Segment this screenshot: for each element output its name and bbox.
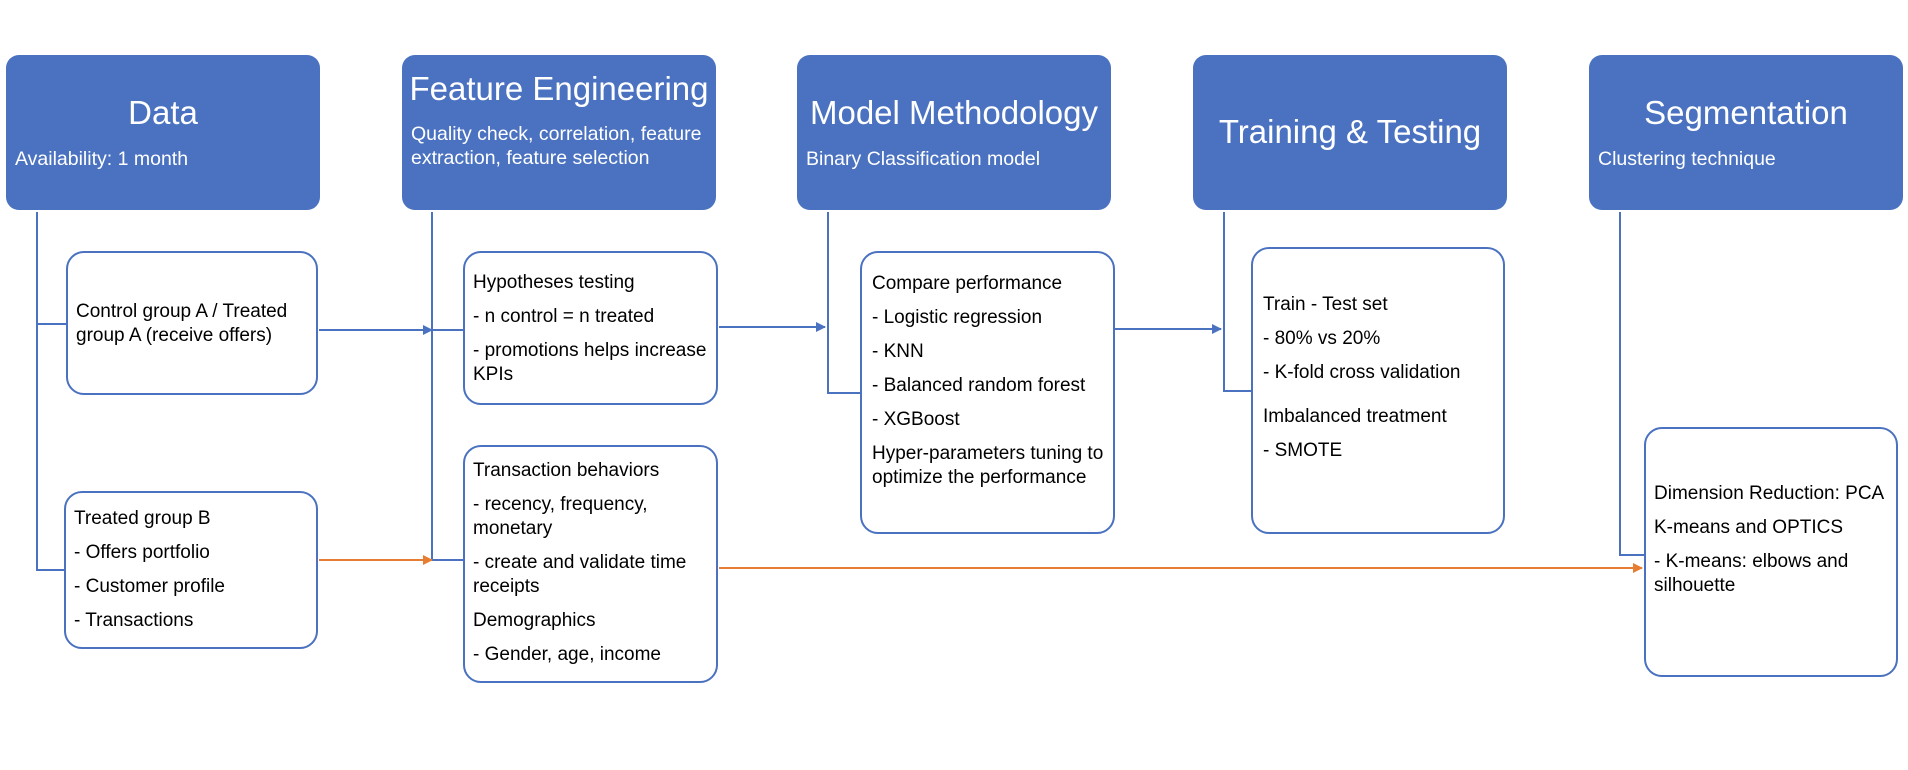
box-line: Control group A / Treated group A (recei… xyxy=(76,301,288,346)
box-line: - n control = n treated xyxy=(473,306,655,327)
treated-group-b-box: Treated group B - Offers portfolio - Cus… xyxy=(64,491,318,649)
box-line: - K-means: elbows and silhouette xyxy=(1654,551,1849,596)
control-group-box: Control group A / Treated group A (recei… xyxy=(66,251,318,395)
training-bracket-line xyxy=(1223,212,1251,392)
box-line: - create and validate time receipts xyxy=(473,552,687,597)
box-line: Imbalanced treatment xyxy=(1263,406,1447,427)
stage-title: Feature Engineering xyxy=(409,70,709,107)
box-line: Train - Test set xyxy=(1263,294,1388,315)
box-line: Treated group B xyxy=(74,508,211,529)
box-line: Dimension Reduction: PCA xyxy=(1654,483,1885,504)
box-line: - Customer profile xyxy=(74,576,225,597)
stage-subtitle: Clustering technique xyxy=(1598,148,1776,170)
box-line: Transaction behaviors xyxy=(473,460,660,481)
transaction-behaviors-box: Transaction behaviors - recency, frequen… xyxy=(463,445,718,683)
segmentation-box: Dimension Reduction: PCA K-means and OPT… xyxy=(1644,427,1898,677)
box-line: - Balanced random forest xyxy=(872,375,1086,396)
model-methodology-bracket-line xyxy=(827,212,860,394)
segmentation-bracket-line xyxy=(1619,212,1644,556)
stage-data: Data Availability: 1 month xyxy=(6,55,320,210)
stage-subtitle: Quality check, correlation, feature extr… xyxy=(411,123,702,169)
box-line: Hypotheses testing xyxy=(473,272,635,293)
stage-title: Training & Testing xyxy=(1218,113,1482,150)
stage-title: Data xyxy=(128,94,198,131)
box-line: - K-fold cross validation xyxy=(1263,362,1461,383)
box-line: Demographics xyxy=(473,610,596,631)
model-comparison-box: Compare performance - Logistic regressio… xyxy=(860,251,1115,534)
box-line: - Transactions xyxy=(74,610,194,631)
stage-training-testing: Training & Testing xyxy=(1193,55,1507,210)
stage-subtitle: Binary Classification model xyxy=(806,148,1041,170)
box-line: - KNN xyxy=(872,341,924,362)
box-line: - recency, frequency, monetary xyxy=(473,494,648,539)
stage-feature-engineering: Feature Engineering Quality check, corre… xyxy=(402,55,716,210)
box-line: - Logistic regression xyxy=(872,307,1043,328)
box-line: - Offers portfolio xyxy=(74,542,210,563)
data-bracket-line xyxy=(36,212,67,571)
stage-title: Segmentation xyxy=(1644,94,1848,131)
box-line: - SMOTE xyxy=(1263,440,1343,461)
hypotheses-testing-box: Hypotheses testing - n control = n treat… xyxy=(463,251,718,405)
box-line: Hyper-parameters tuning to optimize the … xyxy=(872,443,1104,488)
box-line: Compare performance xyxy=(872,273,1063,294)
stage-subtitle: Availability: 1 month xyxy=(15,148,189,170)
stage-segmentation: Segmentation Clustering technique xyxy=(1589,55,1903,210)
training-testing-box: Train - Test set - 80% vs 20% - K-fold c… xyxy=(1251,247,1505,534)
box-line: - XGBoost xyxy=(872,409,960,430)
feature-engineering-bracket-line xyxy=(431,212,463,561)
box-line: - 80% vs 20% xyxy=(1263,328,1381,349)
box-line: - Gender, age, income xyxy=(473,644,661,665)
stage-model-methodology: Model Methodology Binary Classification … xyxy=(797,55,1111,210)
box-line: K-means and OPTICS xyxy=(1654,517,1844,538)
stage-title: Model Methodology xyxy=(809,94,1098,131)
box-line: - promotions helps increase KPIs xyxy=(473,340,707,385)
